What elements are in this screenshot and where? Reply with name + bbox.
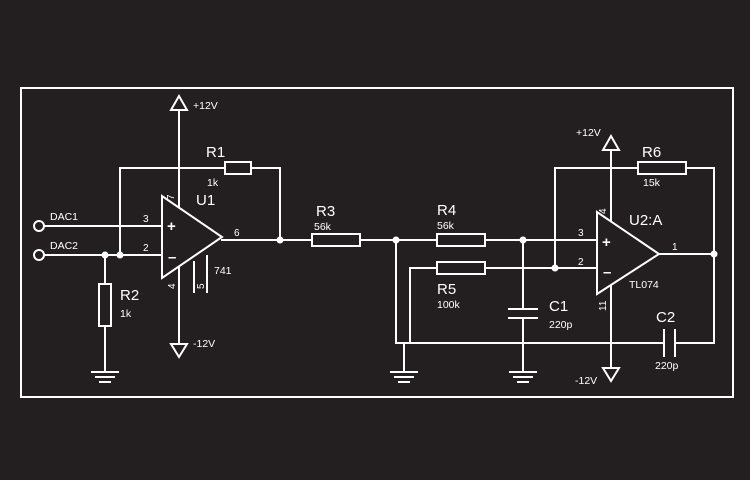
u1-name: U1: [196, 192, 215, 209]
r5-resistor: [436, 261, 486, 275]
junction-u1-out: [276, 236, 284, 244]
r3-name: R3: [316, 203, 335, 220]
r1-value: 1k: [207, 177, 219, 189]
r3-value: 56k: [314, 221, 332, 233]
junction-u2-out: [710, 250, 718, 258]
r1-name: R1: [206, 144, 225, 161]
r2-name: R2: [120, 287, 139, 304]
c2-name: C2: [656, 309, 675, 326]
c1-value: 220p: [549, 319, 573, 331]
u2-pin-vpos: 4: [598, 208, 609, 214]
u2-plus-sign: +: [602, 234, 611, 251]
ground-icon: [91, 371, 119, 383]
u1-pin-plus: 3: [143, 214, 149, 225]
u2-opamp: + – U2:A TL074 +12V -12V 3 2 1 4 11: [575, 127, 718, 387]
dac2-label: DAC2: [50, 240, 78, 252]
u1-opamp: + – U1 741 +12V -12V 3 2 6 7 4 5: [143, 93, 313, 359]
c2-branch: C2 220p: [655, 309, 679, 372]
u1-minus-sign: –: [168, 249, 176, 266]
u2-vneg-label: -12V: [575, 375, 597, 387]
u1-vpos-arrow-icon: [169, 93, 189, 111]
u1-pin-vneg: 4: [167, 283, 178, 289]
r5-name: R5: [437, 281, 456, 298]
dac1-label: DAC1: [50, 211, 78, 223]
r2-value: 1k: [120, 308, 132, 320]
c1-branch: C1 220p: [508, 239, 573, 383]
u1-plus-sign: +: [167, 218, 176, 235]
u1-vneg-label: -12V: [193, 338, 215, 350]
r6-resistor: [637, 161, 687, 175]
r4-branch: R4 56k: [436, 202, 598, 247]
r6-name: R6: [642, 144, 661, 161]
r4-name: R4: [437, 202, 456, 219]
r3-branch: R3 56k: [311, 203, 438, 247]
u1-vneg-arrow-icon: [169, 343, 189, 359]
u1-pin-offset: 5: [196, 283, 207, 289]
ground-icon: [509, 371, 537, 383]
u1-pin-out: 6: [234, 228, 240, 239]
r4-value: 56k: [437, 220, 455, 232]
schematic-frame: [20, 87, 734, 398]
u2-part: TL074: [629, 279, 659, 291]
dac2-terminal: [33, 249, 45, 261]
u1-vpos-label: +12V: [193, 100, 218, 112]
r6-value: 15k: [643, 177, 661, 189]
r2-branch: R2 1k: [91, 251, 139, 383]
u1-pin-vpos: 7: [166, 194, 177, 200]
r3-resistor: [311, 233, 361, 247]
u1-triangle: [161, 194, 224, 280]
u2-vneg-arrow-icon: [601, 367, 621, 383]
u2-vpos-arrow-icon: [601, 133, 621, 151]
ground-icon: [390, 371, 418, 383]
u1-pin-minus: 2: [143, 243, 149, 254]
dac1-terminal: [33, 220, 45, 232]
u2-triangle: [596, 210, 661, 296]
u2-vpos-label: +12V: [576, 127, 601, 139]
u1-feedback: R1 1k: [116, 144, 281, 259]
u2-pin-plus: 3: [578, 228, 584, 239]
u2-minus-sign: –: [603, 264, 611, 281]
c1-name: C1: [549, 298, 568, 315]
r4-resistor: [436, 233, 486, 247]
bottom-feedback: [390, 239, 715, 383]
r1-resistor: [224, 161, 252, 175]
u1-part: 741: [214, 265, 232, 277]
u2-name: U2:A: [629, 212, 662, 229]
r5-value: 100k: [437, 299, 461, 311]
r5-branch: R5 100k: [409, 261, 598, 344]
u2-pin-out: 1: [672, 242, 678, 253]
c2-value: 220p: [655, 360, 679, 372]
r2-resistor: [98, 283, 112, 327]
u2-pin-vneg: 11: [598, 300, 609, 311]
junction-r1-dac2: [116, 251, 124, 259]
junction-r2: [101, 251, 109, 259]
u2-pin-minus: 2: [578, 257, 584, 268]
